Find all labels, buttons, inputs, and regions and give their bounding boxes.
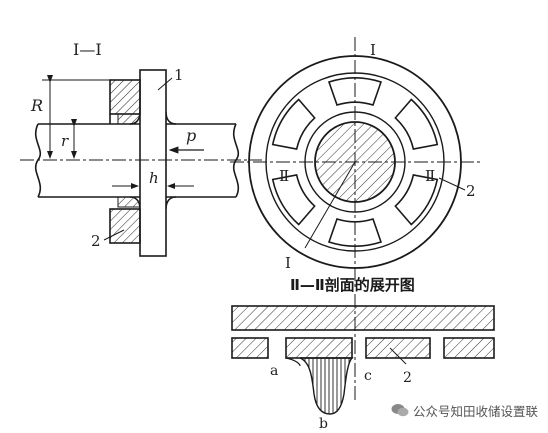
- disc-strip: [231, 305, 495, 331]
- shaft: [38, 123, 236, 198]
- section-mark-left: I—I: [73, 40, 102, 59]
- dimension-R: [42, 75, 110, 159]
- point-b-label: b: [319, 416, 328, 432]
- section-mark-II-right: Ⅱ: [425, 167, 435, 185]
- pad-segment: [365, 337, 431, 359]
- recess-pocket: [271, 173, 316, 226]
- leader-part-1: [157, 77, 173, 91]
- leader-part-2-left: [103, 229, 125, 241]
- recess-pocket: [271, 98, 316, 151]
- pressure-p-label: p: [186, 126, 196, 145]
- development-caption: Ⅱ—Ⅱ剖面的展开图: [290, 276, 415, 294]
- thrust-disc: [139, 69, 167, 257]
- bearing-pad-upper: [109, 79, 141, 115]
- recess-pocket: [394, 98, 439, 151]
- section-mark-top: I: [370, 41, 376, 59]
- pad-segment: [231, 337, 269, 359]
- part-label-1: 1: [174, 66, 184, 84]
- pressure-distribution: [299, 357, 354, 415]
- front-view: [230, 37, 480, 287]
- section-mark-bottom: I: [285, 254, 291, 272]
- wechat-icon: [391, 404, 409, 417]
- watermark: 公众号知田收储设置联: [390, 399, 538, 421]
- watermark-text: 公众号知田收储设置联: [412, 403, 538, 419]
- radius-r-label: r: [61, 132, 69, 150]
- development-view: [231, 305, 495, 415]
- recess-pocket: [394, 173, 439, 226]
- radius-R-label: R: [30, 96, 43, 115]
- thickness-h-label: h: [149, 169, 159, 187]
- pad-segment: [285, 337, 353, 359]
- part-label-2-left: 2: [91, 232, 101, 250]
- pad-segment: [443, 337, 495, 359]
- part-label-2-right: 2: [466, 182, 476, 200]
- leader-part-2-bottom: [389, 347, 407, 365]
- point-a-label: a: [270, 363, 278, 379]
- section-mark-II-left: Ⅱ: [279, 167, 289, 185]
- bearing-pad-lower: [109, 208, 141, 244]
- point-c-label: c: [364, 368, 372, 384]
- side-section-view: [34, 69, 240, 257]
- section-line-I: [304, 161, 356, 249]
- part-label-2-bottom: 2: [403, 370, 412, 386]
